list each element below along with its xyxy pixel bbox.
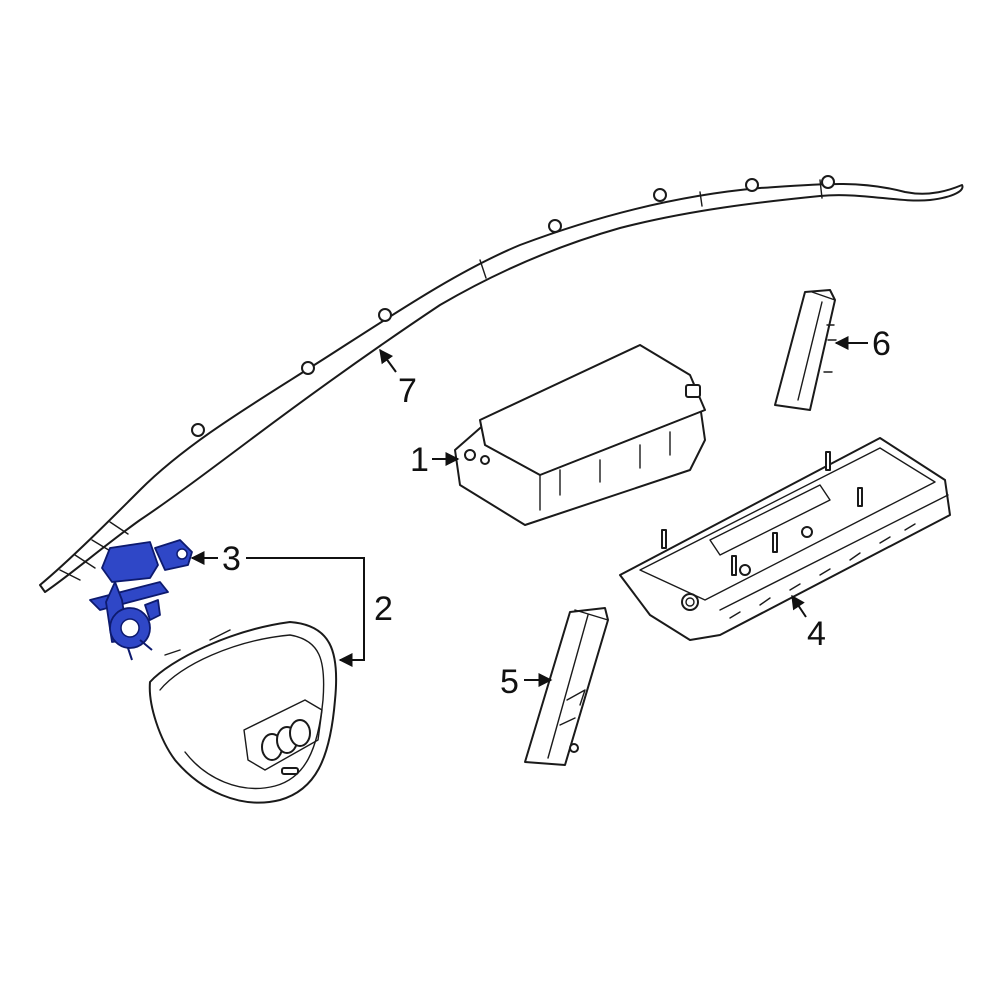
leader-7: [379, 348, 397, 373]
leader-2: [246, 557, 365, 667]
callout-labels: 1 2 3 4 5 6 7: [222, 325, 891, 701]
leader-lines: [190, 336, 868, 687]
callout-5: 5: [500, 663, 519, 701]
callout-1: 1: [410, 441, 429, 479]
callout-3: 3: [222, 540, 241, 578]
part-3-clock-spring[interactable]: [89, 539, 193, 661]
callout-6: 6: [872, 325, 891, 363]
callout-2: 2: [374, 590, 393, 628]
callout-4: 4: [807, 615, 826, 653]
part-2-driver-airbag[interactable]: [148, 621, 338, 804]
callout-7: 7: [398, 372, 417, 410]
part-7-curtain-airbag[interactable]: [39, 175, 964, 593]
leader-4: [791, 594, 807, 618]
part-1-passenger-airbag[interactable]: [454, 344, 706, 526]
part-5-side-airbag[interactable]: [524, 607, 609, 766]
part-6-side-airbag[interactable]: [774, 289, 837, 411]
part-4-knee-airbag[interactable]: [619, 437, 951, 641]
